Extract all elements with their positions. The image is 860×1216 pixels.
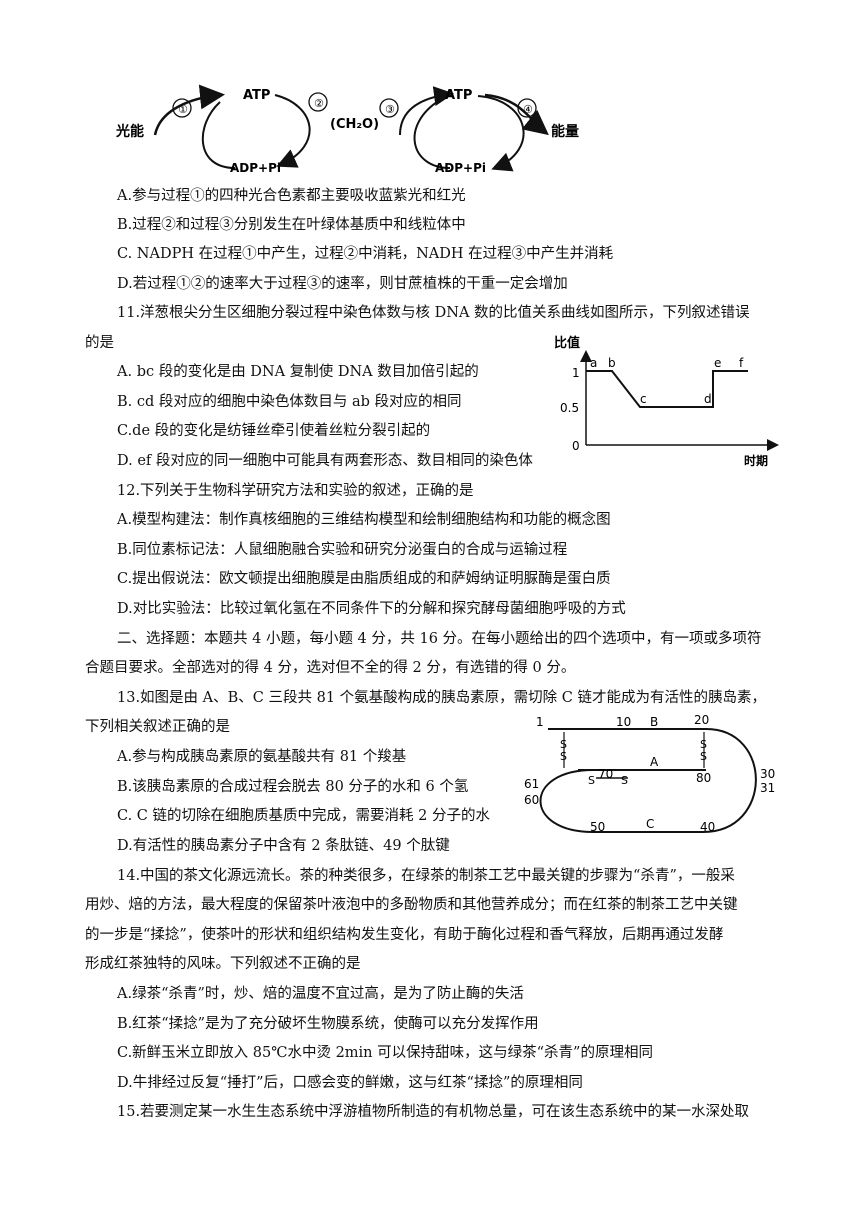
residue-1: 1	[536, 715, 544, 729]
residue-40: 40	[700, 820, 715, 834]
chain-b-label: B	[650, 715, 658, 729]
q10-option-c: C. NADPH 在过程①中产生，过程②中消耗，NADH 在过程③中产生并消耗	[117, 246, 614, 262]
adp-label-right: ADP+Pi	[435, 161, 486, 175]
q10-option-d: D.若过程①②的速率大于过程③的速率，则甘蔗植株的干重一定会增加	[117, 276, 568, 292]
step1-circle	[172, 98, 192, 118]
q11-option-b: B. cd 段对应的细胞中染色体数目与 ab 段对应的相同	[117, 394, 462, 410]
q11-stem-line2: 的是	[85, 335, 114, 351]
residue-61: 61	[524, 777, 539, 791]
sulfur-label: S	[560, 738, 567, 751]
residue-60: 60	[524, 793, 539, 807]
q11-option-d: D. ef 段对应的同一细胞中可能具有两套形态、数目相同的染色体	[117, 453, 533, 469]
q12-option-d: D.对比实验法：比较过氧化氢在不同条件下的分解和探究酵母菌细胞呼吸的方式	[117, 601, 626, 617]
q12-option-b: B.同位素标记法：人鼠细胞融合实验和研究分泌蛋白的合成与运输过程	[117, 542, 568, 558]
q13-stem-line1: 13.如图是由 A、B、C 三段共 81 个氨基酸构成的胰岛素原，需切除 C 链…	[117, 690, 766, 706]
q13-option-c: C. C 链的切除在细胞质基质中完成，需要消耗 2 分子的水	[117, 808, 490, 824]
sulfur-label: S	[588, 774, 595, 787]
sulfur-label: S	[700, 738, 707, 751]
residue-31: 31	[760, 781, 775, 795]
chain-c-label: C	[646, 817, 654, 831]
sulfur-label: S	[560, 750, 567, 763]
q10-option-a: A.参与过程①的四种光合色素都主要吸收蓝紫光和红光	[117, 188, 466, 204]
point-f: f	[739, 356, 744, 370]
ytick-0.5: 0.5	[560, 401, 579, 415]
q13-stem-line2: 下列相关叙述正确的是	[85, 719, 230, 735]
chart-ylabel: 比值	[554, 335, 580, 351]
step1-label: ①	[178, 103, 188, 116]
section2-line1: 二、选择题：本题共 4 小题，每小题 4 分，共 16 分。在每小题给出的四个选…	[117, 631, 762, 647]
sulfur-label: S	[621, 774, 628, 787]
q13-option-a: A.参与构成胰岛素原的氨基酸共有 81 个羧基	[117, 749, 407, 765]
q11-option-c: C.de 段的变化是纺锤丝牵引使着丝粒分裂引起的	[117, 423, 431, 439]
q11-option-a: A. bc 段的变化是由 DNA 复制使 DNA 数目加倍引起的	[117, 364, 479, 380]
point-c: c	[640, 392, 647, 406]
residue-20: 20	[694, 713, 709, 727]
proinsulin-diagram: S S S S S S 1 10 B 20 A 70 80 61 60 30 3…	[524, 713, 775, 834]
q14-option-d: D.牛排经过反复“捶打”后，口感会变的鲜嫩，这与红茶“揉捻”的原理相同	[117, 1075, 583, 1091]
step2-label: ②	[314, 97, 324, 110]
ch2o-label: (CH₂O)	[330, 117, 379, 132]
q13-option-d: D.有活性的胰岛素分子中含有 2 条肽链、49 个肽键	[117, 838, 450, 854]
atp-label-left: ATP	[243, 88, 270, 103]
point-a: a	[590, 356, 597, 370]
q14-stem-line1: 14.中国的茶文化源远流长。茶的种类很多，在绿茶的制茶工艺中最关键的步骤为“杀青…	[117, 868, 735, 884]
q11-stem-line1: 11.洋葱根尖分生区细胞分裂过程中染色体数与核 DNA 数的比值关系曲线如图所示…	[117, 305, 750, 321]
step4-circle	[517, 98, 537, 118]
ytick-0: 0	[572, 439, 580, 453]
q14-option-b: B.红茶“揉捻”是为了充分破坏生物膜系统，使酶可以充分发挥作用	[117, 1016, 539, 1032]
q14-option-a: A.绿茶“杀青”时，炒、焙的温度不宜过高，是为了防止酶的失活	[117, 986, 524, 1002]
point-e: e	[714, 356, 721, 370]
residue-80: 80	[696, 771, 711, 785]
ratio-curve-chart: 比值 时期 1 0.5 0 a b c d e f	[554, 335, 779, 468]
q14-stem-line2: 用炒、焙的方法，最大程度的保留茶叶液泡中的多酚物质和其他营养成分；而在红茶的制茶…	[85, 897, 738, 913]
q12-stem: 12.下列关于生物科学研究方法和实验的叙述，正确的是	[117, 483, 474, 499]
q14-stem-line3: 的一步是“揉捻”，使茶叶的形状和组织结构发生变化，有助于酶化过程和香气释放，后期…	[85, 927, 724, 943]
point-d: d	[704, 392, 712, 406]
q10-option-b: B.过程②和过程③分别发生在叶绿体基质中和线粒体中	[117, 217, 466, 233]
step3-circle	[379, 98, 399, 118]
q13-option-b: B.该胰岛素原的合成过程会脱去 80 分子的水和 6 个氢	[117, 779, 469, 795]
step2-circle	[308, 92, 328, 112]
chart-xlabel: 时期	[744, 453, 768, 468]
adp-label-left: ADP+Pi	[230, 161, 281, 175]
q15-stem-line1: 15.若要测定某一水生生态系统中浮游植物所制造的有机物总量，可在该生态系统中的某…	[117, 1104, 750, 1120]
q12-option-a: A.模型构建法：制作真核细胞的三维结构模型和绘制细胞结构和功能的概念图	[117, 512, 611, 528]
q14-option-c: C.新鲜玉米立即放入 85℃水中烫 2min 可以保持甜味，这与绿茶“杀青”的原…	[117, 1045, 653, 1061]
light-energy-label: 光能	[115, 123, 144, 140]
energy-label: 能量	[551, 123, 579, 140]
point-b: b	[608, 356, 616, 370]
step4-label: ④	[523, 103, 533, 116]
sulfur-label: S	[700, 750, 707, 763]
atp-label-right: ATP	[445, 88, 472, 103]
residue-70: 70	[598, 767, 613, 781]
ytick-1: 1	[572, 366, 580, 380]
q12-option-c: C.提出假说法：欧文顿提出细胞膜是由脂质组成的和萨姆纳证明脲酶是蛋白质	[117, 571, 611, 587]
residue-30: 30	[760, 767, 775, 781]
section2-line2: 合题目要求。全部选对的得 4 分，选对但不全的得 2 分，有选错的得 0 分。	[85, 660, 576, 676]
residue-50: 50	[590, 820, 605, 834]
step3-label: ③	[385, 103, 395, 116]
ratio-curve	[586, 370, 748, 408]
q14-stem-line4: 形成红茶独特的风味。下列叙述不正确的是	[85, 956, 361, 972]
chain-a-label: A	[650, 755, 659, 769]
residue-10: 10	[616, 715, 631, 729]
atp-cycle-diagram: ① ② ③ ④ 光能 ATP ADP+Pi (CH₂O) ATP ADP+Pi …	[115, 84, 579, 175]
